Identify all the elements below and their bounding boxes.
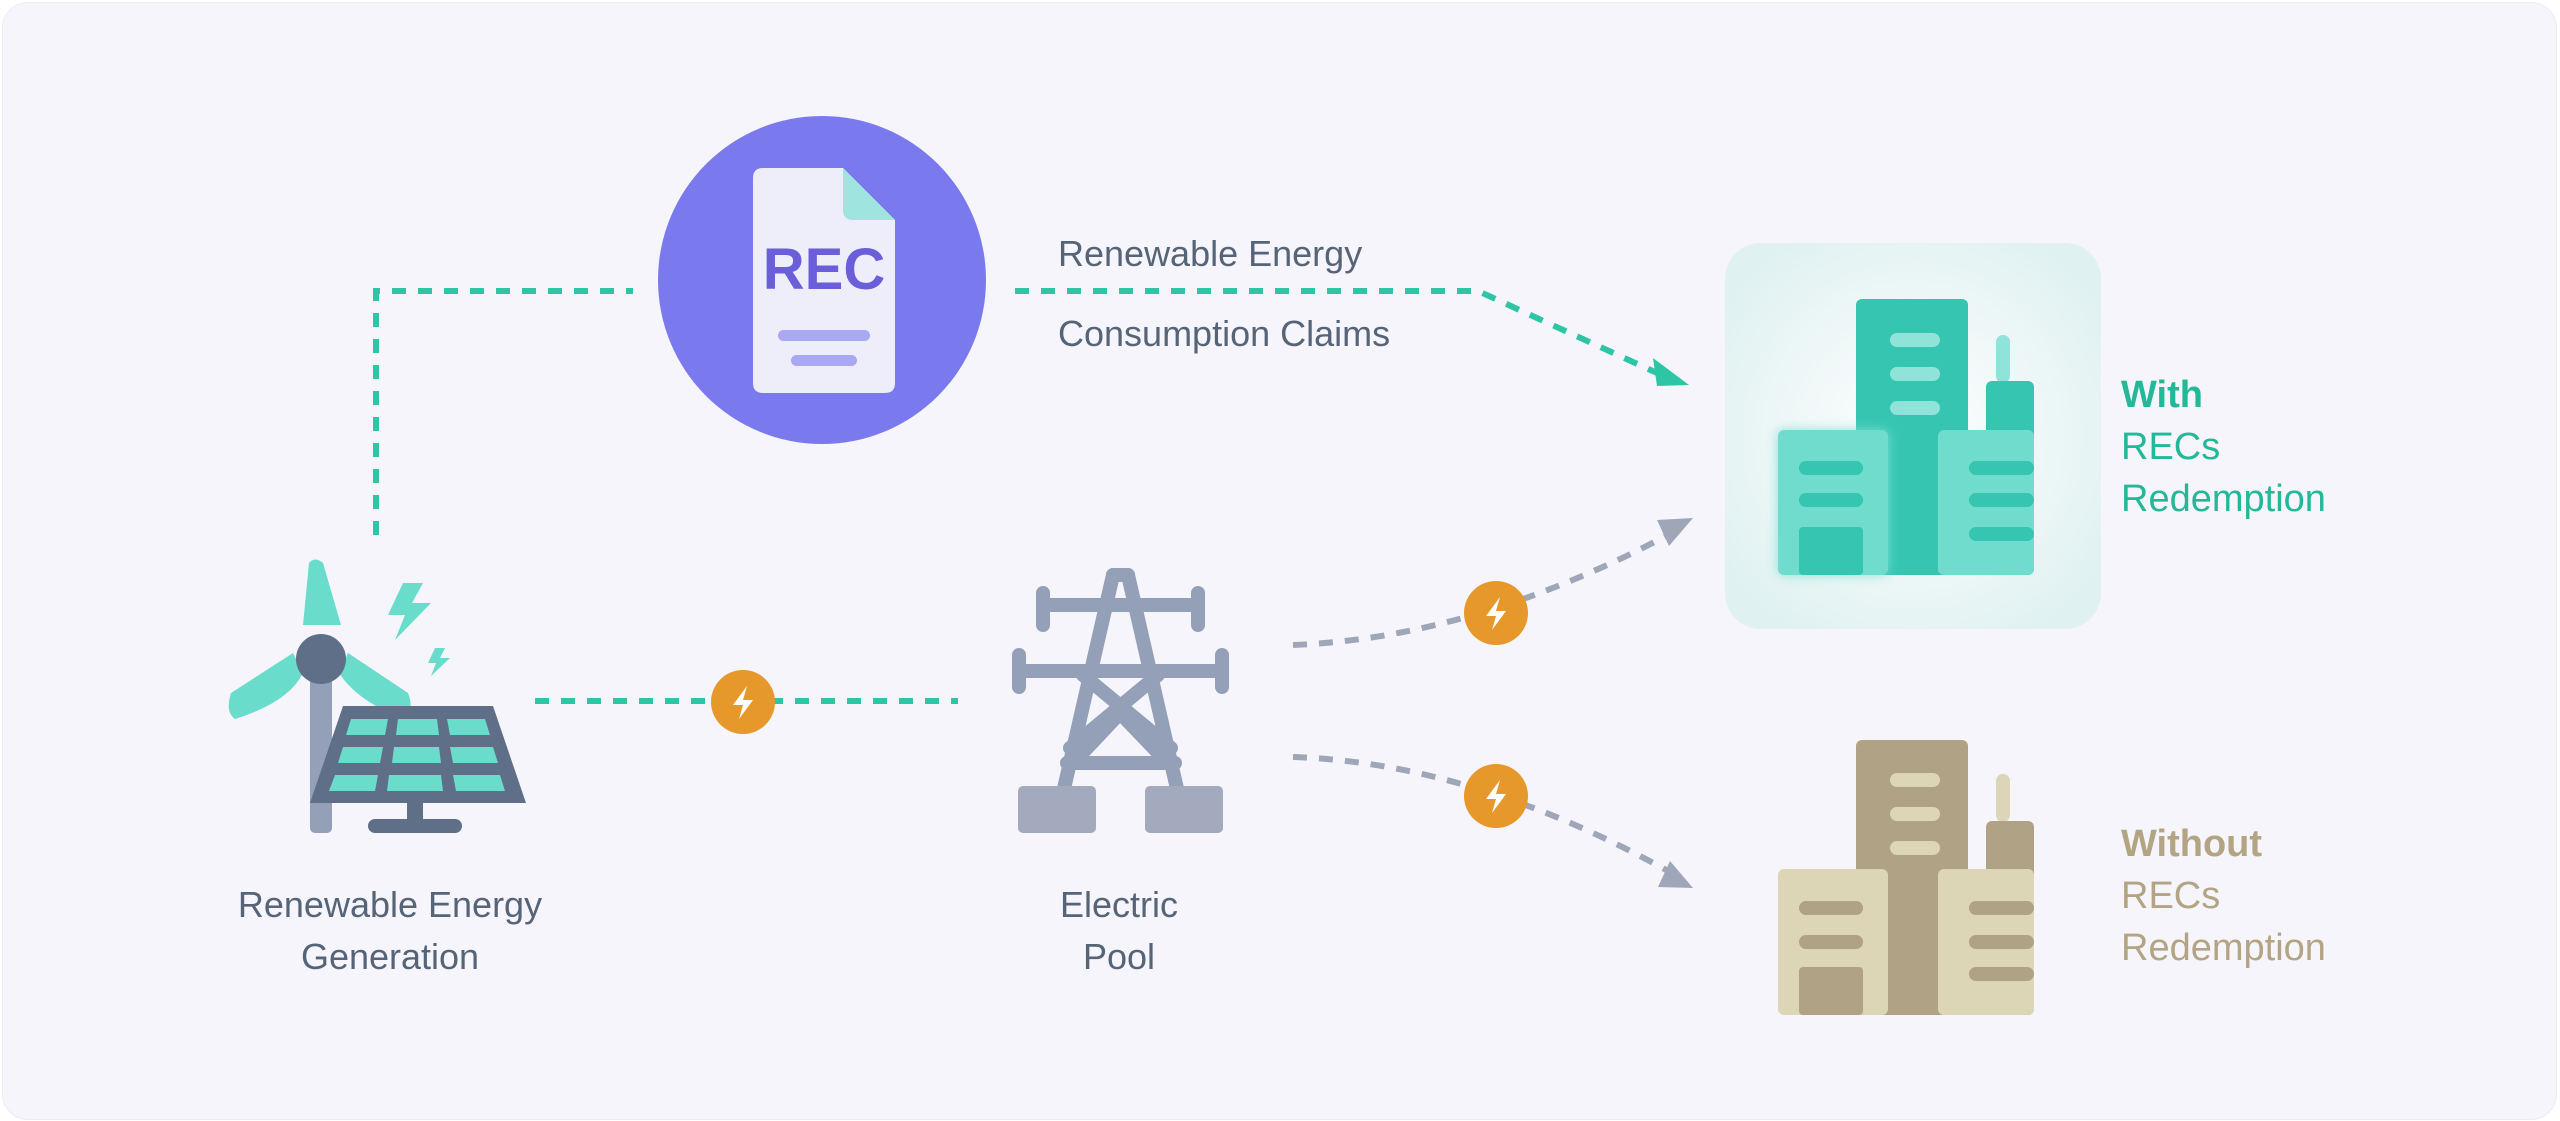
- claims-label: Renewable Energy Consumption Claims: [1058, 228, 1390, 360]
- building-icon: [1778, 740, 2034, 1015]
- pool-label-line1: Electric: [1059, 884, 1179, 925]
- rec-certificate-badge: [658, 116, 986, 444]
- generation-label-line2: Generation: [300, 936, 480, 977]
- pool-label: Electric Pool: [1019, 879, 1219, 983]
- generation-label-line1: Renewable Energy: [237, 884, 543, 925]
- lightning-icon: [1486, 780, 1506, 813]
- with-recs-line2: RECs: [2121, 426, 2221, 468]
- without-recs-line3: Redemption: [2121, 927, 2326, 969]
- arrowhead-grey-lower: [1658, 861, 1693, 888]
- renewable-generation-illustration: [228, 559, 526, 833]
- with-recs-head: With: [2121, 374, 2203, 416]
- solar-panel-icon: [310, 706, 526, 833]
- diagram-graphics: [228, 116, 2101, 1015]
- without-recs-label: Without RECs Redemption: [2121, 818, 2326, 974]
- lightning-icon: [1486, 597, 1506, 630]
- claims-label-line2: Consumption Claims: [1058, 313, 1391, 354]
- pool-label-line2: Pool: [1082, 936, 1156, 977]
- without-recs-head: Without: [2121, 823, 2263, 865]
- connector-rec-to-with-building: [1015, 288, 1689, 386]
- arrowhead-grey-upper: [1657, 518, 1693, 546]
- connector-rec-to-generation: [373, 288, 633, 535]
- arrowhead-teal: [1653, 358, 1689, 386]
- with-recs-line3: Redemption: [2121, 478, 2326, 520]
- with-recs-building-card: [1725, 243, 2101, 629]
- generation-label: Renewable Energy Generation: [190, 879, 590, 983]
- rec-document-icon: [753, 168, 895, 393]
- without-recs-line2: RECs: [2121, 875, 2221, 917]
- wind-turbine-icon: [228, 559, 411, 833]
- without-recs-building: [1778, 740, 2034, 1015]
- lightning-icon: [733, 686, 753, 719]
- lightning-icon: [388, 583, 431, 640]
- rec-badge-text: REC: [762, 237, 886, 302]
- claims-label-line1: Renewable Energy: [1058, 233, 1363, 274]
- power-tower-icon: [1012, 568, 1229, 833]
- with-recs-label: With RECs Redemption: [2121, 369, 2326, 525]
- building-icon: [1778, 299, 2034, 575]
- energy-badge-pool-upper: [1464, 581, 1528, 645]
- energy-badge-generation: [711, 670, 775, 734]
- spark-icons: [388, 583, 450, 676]
- lightning-icon: [428, 648, 450, 676]
- energy-badge-pool-lower: [1464, 764, 1528, 828]
